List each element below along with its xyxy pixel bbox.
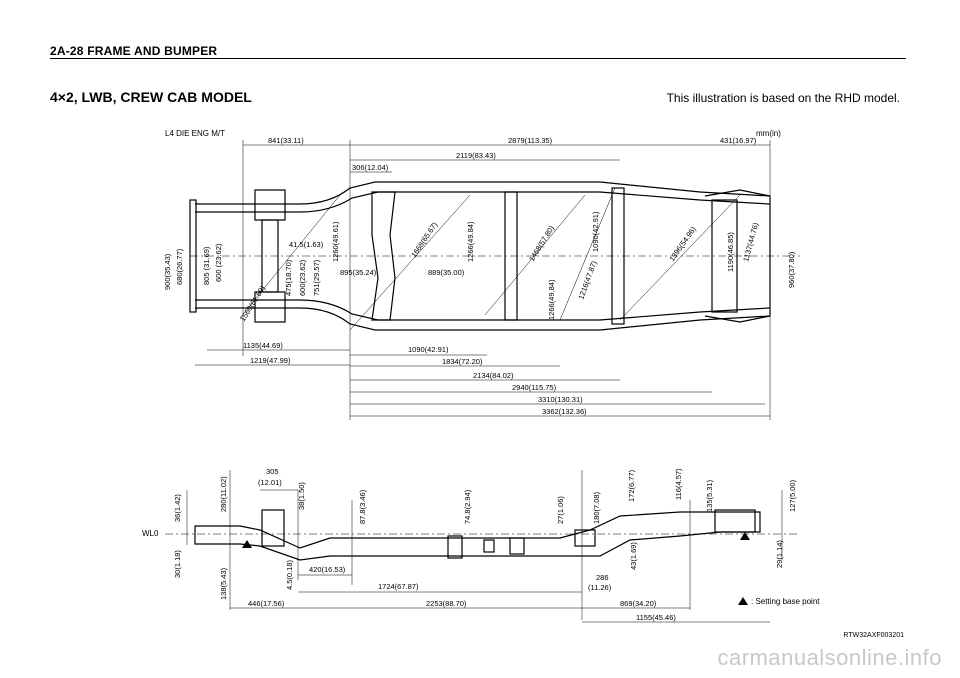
label-805: 805 (31.69) [202, 246, 211, 285]
crossmember-4 [611, 187, 625, 325]
base-point-2 [740, 532, 750, 540]
diag-1468 [484, 194, 586, 316]
lower-rail-inner [195, 299, 771, 321]
label-869: 869(34.20) [620, 599, 657, 608]
engine-label: L4 DIE ENG M/T [165, 129, 225, 138]
label-29: 29(1.14) [775, 540, 784, 568]
label-1266b: 1266(49.84) [547, 279, 556, 320]
label-2940: 2940(115.75) [512, 383, 557, 392]
label-27: 27(1.06) [556, 496, 565, 524]
label-116: 116(4.57) [674, 468, 683, 500]
diag-1396 [619, 194, 741, 321]
label-1724: 1724(67.87) [378, 582, 419, 591]
base-point-1 [242, 540, 252, 548]
label-1190: 1190(46.85) [726, 232, 735, 272]
label-446: 446(17.56) [248, 599, 285, 608]
upper-rail-outer [195, 181, 771, 205]
engine-mount-upper [254, 189, 286, 221]
header-rule [50, 58, 906, 59]
diagram-title: 4×2, LWB, CREW CAB MODEL [50, 89, 252, 105]
label-180: 180(7.08) [592, 491, 601, 524]
label-41: 41.5(1.63) [289, 240, 324, 249]
label-305a: 305 [266, 467, 279, 476]
label-2879: 2879(113.35) [508, 136, 553, 145]
side-rail [194, 511, 761, 561]
label-1090h: 1090(42.91) [408, 345, 449, 354]
label-135: 135(5.31) [705, 479, 714, 512]
label-305b: (12.01) [258, 478, 282, 487]
label-286a: 286 [596, 573, 609, 582]
rear-end-box [714, 509, 756, 533]
side-view: WL0 36(1.42) 30(1.18) 138(5.43) 280(11.0… [142, 467, 820, 623]
label-1090v: 1090(42.91) [591, 211, 600, 252]
setting-point-legend: : Setting base point [751, 597, 820, 606]
label-306: 306(12.04) [352, 163, 389, 172]
label-841: 841(33.11) [268, 136, 304, 145]
rear-plate [711, 199, 738, 313]
label-43: 43(1.69) [629, 542, 638, 570]
diag-1216 [559, 187, 616, 321]
label-2253: 2253(88.70) [426, 599, 467, 608]
front-bracket [261, 509, 285, 547]
label-889: 889(35.00) [428, 268, 465, 277]
crossmember-2 [371, 191, 396, 321]
label-960: 960(37.80) [787, 251, 796, 288]
label-36: 36(1.42) [173, 494, 182, 522]
label-2119: 2119(83.43) [456, 151, 496, 160]
illustration-note: This illustration is based on the RHD mo… [666, 91, 900, 105]
label-1834: 1834(72.20) [442, 357, 483, 366]
label-1219: 1219(47.99) [250, 356, 291, 365]
mount-box-2 [509, 537, 525, 555]
label-280: 280(11.02) [219, 476, 228, 512]
diag-1668 [349, 194, 471, 331]
front-crossmember [189, 199, 197, 313]
upper-rail-inner [195, 191, 771, 213]
section-header: 2A-28 FRAME AND BUMPER [50, 44, 218, 58]
label-1560: 1560(61.69) [238, 284, 267, 323]
label-751: 751(29.57) [312, 259, 321, 296]
label-900: 900(35.43) [163, 253, 172, 290]
label-3310: 3310(130.31) [538, 395, 583, 404]
label-1135: 1135(44.69) [243, 341, 283, 350]
label-431: 431(16.97) [720, 136, 757, 145]
label-1155: 1155(45.46) [636, 613, 676, 622]
label-87: 87.8(3.46) [358, 489, 367, 524]
label-30: 30(1.18) [173, 550, 182, 578]
watermark: carmanualsonline.info [717, 645, 942, 670]
label-475: 475(18.70) [284, 259, 293, 296]
label-286b: (11.26) [588, 583, 612, 592]
legend-triangle [738, 597, 748, 605]
label-127: 127(5.00) [788, 479, 797, 512]
label-420: 420(16.53) [309, 565, 346, 574]
label-3362: 3362(132.36) [542, 407, 587, 416]
diag-1560 [239, 194, 341, 319]
label-1137: 1137(44.76) [741, 221, 760, 262]
wl0-label: WL0 [142, 529, 159, 538]
front-crossmember-center [261, 219, 279, 293]
mount-box-1 [483, 539, 495, 553]
label-74: 74.8(2.94) [463, 489, 472, 524]
label-1260: 1260(49.61) [331, 221, 340, 262]
label-680: 680(26.77) [175, 248, 184, 285]
label-2134: 2134(84.02) [473, 371, 514, 380]
label-1668: 1668(65.67) [409, 220, 439, 259]
label-600b: 600(23.62) [298, 259, 307, 296]
label-1216: 1216(47.87) [576, 259, 598, 301]
label-895: 895(35.24) [340, 268, 377, 277]
crossmember-box [447, 535, 463, 559]
lower-rail-outer [195, 307, 771, 331]
label-4-5: 4.5(0.18) [285, 559, 294, 590]
label-600a: 600 (23.62) [214, 243, 223, 282]
label-38: 38(1.50) [297, 482, 306, 510]
label-172: 172(6.77) [627, 469, 636, 502]
figure-code: RTW32AXF003201 [843, 632, 904, 639]
unit-label: mm(in) [756, 129, 781, 138]
label-1266a: 1266(49.84) [466, 221, 475, 262]
label-1468: 1468(57.80) [527, 224, 556, 263]
crossmember-3 [504, 191, 518, 321]
rear-hanger [574, 529, 596, 547]
top-view: L4 DIE ENG M/T mm(in) 841(33.11) 2879(11… [163, 129, 800, 420]
label-138: 138(5.43) [219, 567, 228, 600]
